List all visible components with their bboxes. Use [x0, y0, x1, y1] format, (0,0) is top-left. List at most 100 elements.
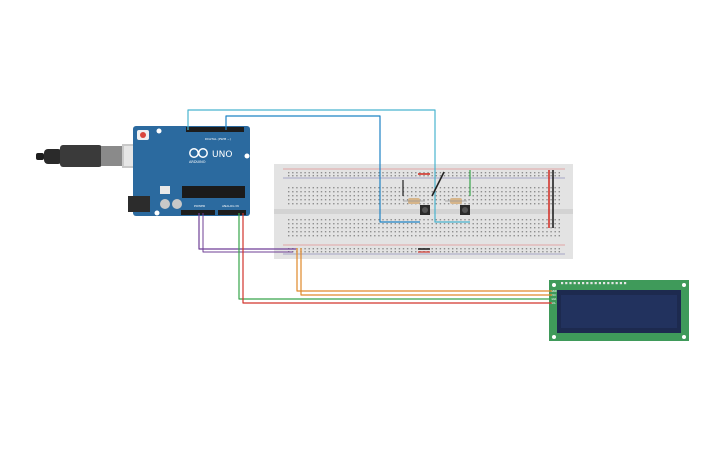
lcd-pin — [561, 282, 564, 285]
breadboard-hole — [476, 227, 478, 229]
breadboard-hole — [529, 187, 532, 189]
breadboard-hole — [513, 172, 515, 174]
wire-bb-black-diag — [431, 171, 445, 197]
breadboard-hole — [484, 172, 487, 174]
breadboard-hole — [554, 172, 556, 174]
breadboard-hole — [501, 223, 503, 225]
breadboard-hole — [493, 248, 495, 250]
breadboard-hole — [390, 203, 392, 205]
breadboard-hole — [480, 231, 483, 233]
breadboard-hole — [353, 195, 355, 197]
breadboard-hole — [456, 223, 458, 225]
breadboard-hole — [542, 251, 544, 253]
breadboard-hole — [550, 172, 552, 174]
breadboard-hole — [316, 172, 319, 174]
breadboard-hole — [550, 231, 552, 233]
breadboard-hole — [538, 248, 540, 250]
breadboard-hole — [370, 199, 372, 201]
breadboard-hole — [468, 203, 470, 205]
breadboard-hole — [488, 248, 491, 250]
breadboard-hole — [361, 172, 364, 174]
breadboard-hole — [505, 172, 507, 174]
breadboard-hole — [427, 231, 429, 233]
breadboard-hole — [337, 175, 339, 177]
arduino-brand-label: ARDUINO — [189, 160, 206, 164]
breadboard-hole — [361, 251, 364, 253]
breadboard-hole — [480, 223, 483, 225]
breadboard-hole — [521, 191, 524, 193]
breadboard-hole — [353, 203, 355, 205]
breadboard-hole — [468, 199, 470, 201]
breadboard-hole — [468, 187, 470, 189]
breadboard-hole — [493, 223, 495, 225]
breadboard-hole — [394, 191, 396, 193]
breadboard-hole — [546, 199, 548, 201]
breadboard-hole — [365, 248, 368, 250]
breadboard-hole — [349, 191, 351, 193]
breadboard-hole — [423, 235, 425, 237]
breadboard-hole — [550, 195, 552, 197]
breadboard-hole — [493, 231, 495, 233]
arduino-uno-board: UNO ARDUINO DIGITAL (PWM ~) POWER ANALOG… — [128, 126, 250, 216]
breadboard-hole — [542, 191, 544, 193]
breadboard-hole — [517, 223, 519, 225]
breadboard-hole — [361, 248, 364, 250]
breadboard-hole — [324, 219, 327, 221]
breadboard-hole — [468, 219, 470, 221]
breadboard-hole — [382, 195, 384, 197]
breadboard-hole — [357, 231, 360, 233]
breadboard-hole — [296, 219, 298, 221]
breadboard-hole — [304, 223, 306, 225]
breadboard-hole — [472, 251, 474, 253]
breadboard-hole — [464, 191, 466, 193]
breadboard-hole — [406, 187, 409, 189]
breadboard-hole — [312, 191, 314, 193]
breadboard-hole — [460, 251, 462, 253]
breadboard-hole — [316, 227, 319, 229]
breadboard-hole — [460, 223, 462, 225]
breadboard-hole — [456, 231, 458, 233]
breadboard-hole — [402, 248, 405, 250]
breadboard-hole — [468, 231, 470, 233]
breadboard-hole — [357, 187, 360, 189]
breadboard-hole — [308, 251, 310, 253]
breadboard-hole — [484, 199, 487, 201]
breadboard-hole — [472, 248, 474, 250]
breadboard-hole — [509, 235, 511, 237]
breadboard-hole — [292, 195, 294, 197]
breadboard-hole — [382, 187, 384, 189]
breadboard-hole — [513, 199, 515, 201]
breadboard-hole — [333, 175, 335, 177]
breadboard-hole — [423, 203, 425, 205]
breadboard-hole — [324, 223, 327, 225]
breadboard-hole — [431, 199, 433, 201]
breadboard-hole — [493, 172, 495, 174]
breadboard-hole — [419, 203, 421, 205]
breadboard-hole — [538, 199, 540, 201]
wire-purple — [198, 213, 296, 250]
breadboard-hole — [542, 175, 544, 177]
resistor-2 — [445, 198, 467, 204]
breadboard-hole — [476, 231, 478, 233]
breadboard-hole — [386, 227, 388, 229]
breadboard-hole — [406, 199, 409, 201]
breadboard-hole — [320, 223, 323, 225]
breadboard-hole — [353, 187, 355, 189]
breadboard-hole — [374, 203, 376, 205]
breadboard-hole — [439, 251, 442, 253]
breadboard-hole — [521, 172, 524, 174]
breadboard-hole — [484, 235, 487, 237]
breadboard-hole — [447, 175, 450, 177]
breadboard-hole — [529, 235, 532, 237]
breadboard-hole — [476, 187, 478, 189]
breadboard-hole — [501, 172, 503, 174]
breadboard-hole — [427, 172, 429, 174]
breadboard-hole — [513, 223, 515, 225]
breadboard-hole — [296, 175, 298, 177]
breadboard-hole — [378, 235, 380, 237]
breadboard-hole — [476, 248, 478, 250]
breadboard-hole — [542, 219, 544, 221]
breadboard-hole — [538, 251, 540, 253]
breadboard-hole — [534, 248, 536, 250]
breadboard-hole — [374, 251, 376, 253]
